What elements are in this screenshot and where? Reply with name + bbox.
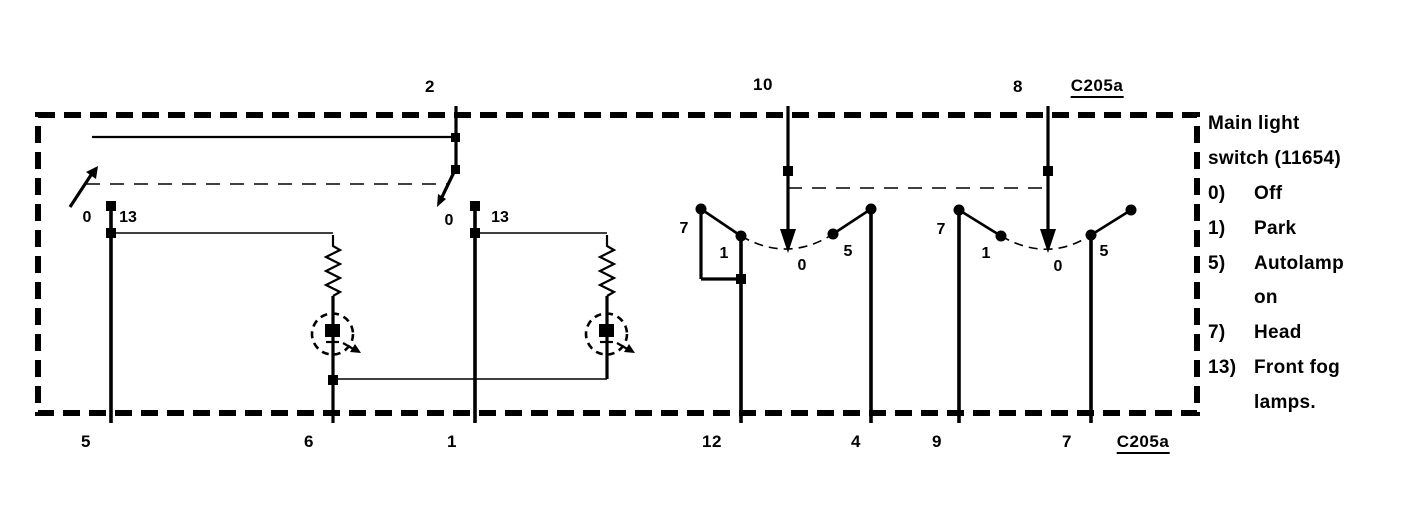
fog-right-pos-13: 13 xyxy=(491,209,509,226)
legend-key: 7) xyxy=(1208,322,1226,344)
legend-row-head: 7) Head xyxy=(1208,316,1408,351)
pin-label-6: 6 xyxy=(304,432,314,451)
rotary-switch-left xyxy=(695,106,877,423)
fog-switch-blade-right-icon xyxy=(437,167,458,207)
fog-left-pos-13: 13 xyxy=(119,209,137,226)
pin-label-7: 7 xyxy=(1062,432,1072,451)
rotary-right-pos-7: 7 xyxy=(936,221,946,238)
pin-label-8: 8 xyxy=(1013,77,1023,96)
rotary-left-pos-7: 7 xyxy=(679,220,689,237)
rotary-right-pos-1: 1 xyxy=(981,245,991,262)
legend-title-line1: Main light xyxy=(1208,113,1300,135)
fog-switch-blade-left-icon xyxy=(68,166,98,208)
rotary-left-pos-0: 0 xyxy=(797,257,807,274)
legend-label: Head xyxy=(1254,322,1302,344)
rotary-left-pos-5: 5 xyxy=(843,243,853,260)
legend-row-frontfog-cont: lamps. xyxy=(1208,385,1408,420)
rotary-right-pos-5: 5 xyxy=(1099,243,1109,260)
fog-switch-left-contact xyxy=(106,201,333,423)
legend-label: Park xyxy=(1254,217,1297,239)
legend-key: 0) xyxy=(1208,182,1226,204)
pin-label-5: 5 xyxy=(81,432,91,451)
pin-label-2: 2 xyxy=(425,77,435,96)
lamp-icon-left xyxy=(310,296,361,423)
legend-row-park: 1) Park xyxy=(1208,211,1408,246)
legend-row-autolamp-cont: on xyxy=(1208,281,1408,316)
fog-switch-right-contact xyxy=(470,201,607,423)
legend-row-frontfog: 13) Front fog xyxy=(1208,351,1408,386)
legend-label: lamps. xyxy=(1254,391,1316,413)
legend-label: Autolamp xyxy=(1254,252,1345,274)
pin-label-4: 4 xyxy=(851,432,861,451)
fog-switch-feed xyxy=(68,106,460,208)
wiper-arrow-icon-right xyxy=(1040,229,1056,253)
connector-label-top: C205a xyxy=(1070,77,1124,98)
legend-row-off: 0) Off xyxy=(1208,177,1408,212)
connector-label-bottom: C205a xyxy=(1116,433,1170,454)
pin-label-10: 10 xyxy=(753,75,773,94)
rotary-right-pos-0: 0 xyxy=(1053,258,1063,275)
rotary-left-pos-1: 1 xyxy=(719,245,729,262)
legend-key: 1) xyxy=(1208,217,1226,239)
pin-label-1: 1 xyxy=(447,432,457,451)
legend-label: on xyxy=(1254,287,1278,309)
switch-enclosure-border xyxy=(35,112,1200,416)
fog-right-pos-0: 0 xyxy=(444,212,454,229)
legend-row-autolamp: 5) Autolamp xyxy=(1208,246,1408,281)
pin-label-12: 12 xyxy=(702,432,722,451)
wiper-arrow-icon-left xyxy=(780,229,796,253)
lamp-icon-right xyxy=(584,296,635,379)
legend: Main light switch (11654) 0) Off 1) Park 5… xyxy=(1208,107,1408,420)
resistor-icon-right xyxy=(597,235,617,297)
legend-key: 13) xyxy=(1208,356,1237,378)
legend-label: Off xyxy=(1254,182,1283,204)
legend-label: Front fog xyxy=(1254,356,1341,378)
fog-left-pos-0: 0 xyxy=(82,209,92,226)
pin-label-9: 9 xyxy=(932,432,942,451)
rotary-switch-right xyxy=(953,106,1137,423)
legend-key: 5) xyxy=(1208,252,1226,274)
legend-title-line2: switch (11654) xyxy=(1208,148,1342,170)
resistor-icon-left xyxy=(323,235,343,297)
